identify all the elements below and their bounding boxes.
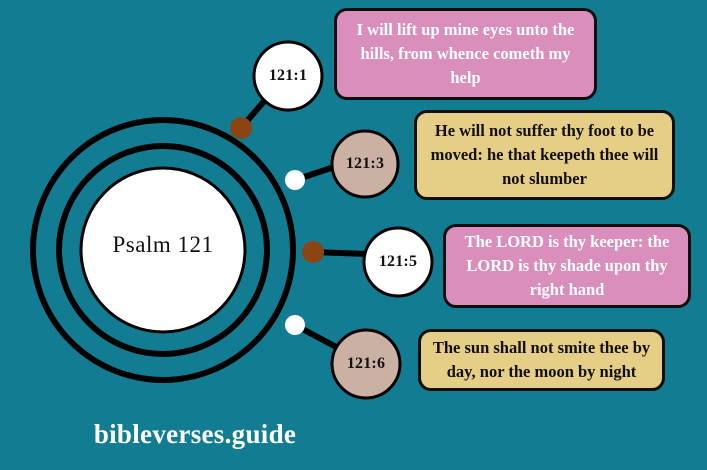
- node-circle-121-5[interactable]: [362, 226, 434, 298]
- inner-disc: [79, 166, 247, 334]
- connector-dot-121-6: [285, 315, 305, 335]
- outer-ring: [30, 117, 296, 383]
- middle-ring: [56, 143, 270, 357]
- node-circle-121-6[interactable]: [330, 328, 402, 400]
- watermark-bibleverses-guide: bibleverses.guide: [93, 419, 297, 449]
- verse-box-121-3[interactable]: He will not suffer thy foot to be moved:…: [414, 110, 675, 200]
- verse-box-121-1[interactable]: I will lift up mine eyes unto the hills,…: [334, 8, 597, 100]
- verse-box-121-6[interactable]: The sun shall not smite thee by day, nor…: [418, 329, 665, 391]
- center-title: Psalm 121: [112, 232, 214, 257]
- node-circle-121-1[interactable]: [252, 40, 324, 112]
- connector-dot-121-3: [285, 170, 305, 190]
- connector-dot-121-5: [302, 241, 324, 263]
- verse-box-121-5[interactable]: The LORD is thy keeper: the LORD is thy …: [443, 224, 691, 308]
- node-circle-121-3[interactable]: [330, 129, 400, 199]
- connector-dot-121-1: [230, 117, 252, 139]
